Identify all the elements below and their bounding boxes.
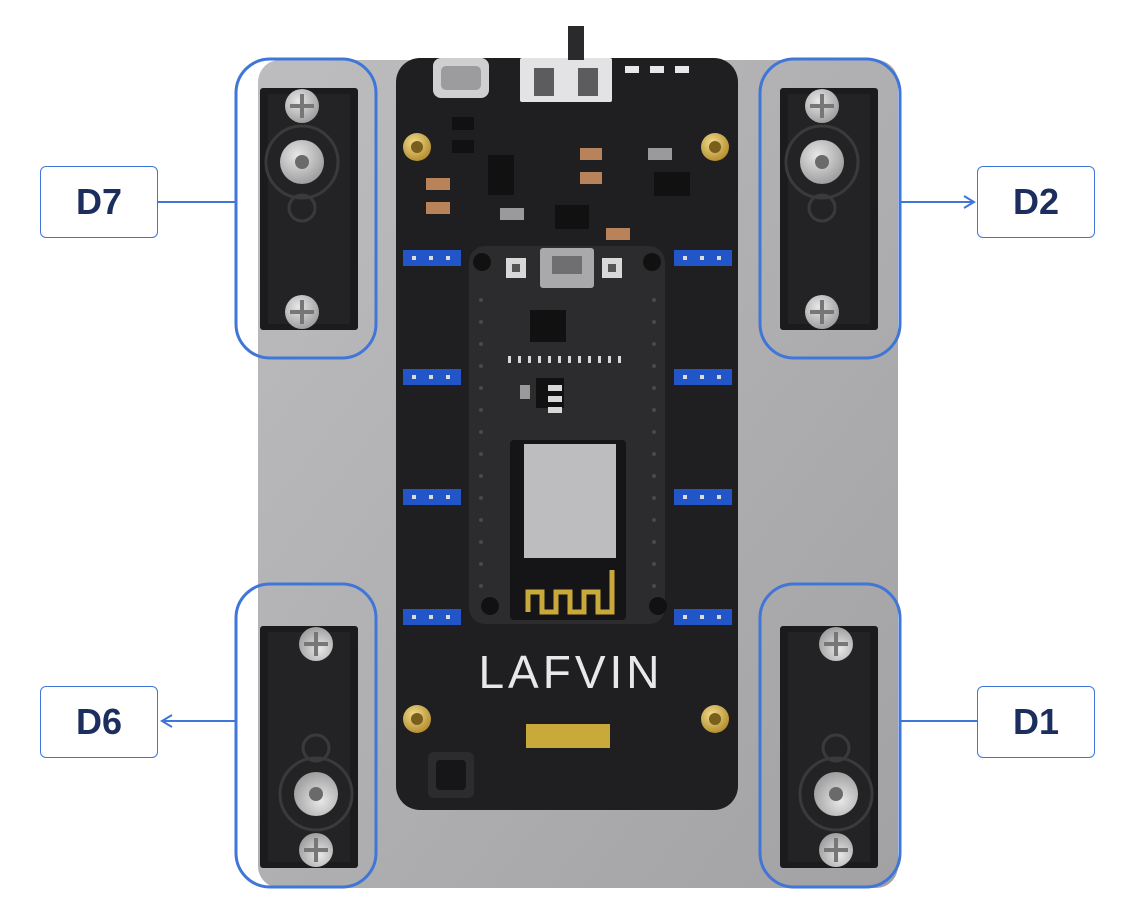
servo-top-left [258,86,360,332]
servo-top-right [778,86,880,332]
gold-pad [526,724,610,748]
arrow-head-d6-icon [160,714,173,728]
label-d2: D2 [977,166,1095,238]
label-d6: D6 [40,686,158,758]
servo-highlight-top-right [758,57,902,360]
servo-highlight-top-left [234,57,378,360]
servo-highlight-bottom-left [234,582,378,889]
arrow-head-d2-icon [963,195,976,209]
label-d7: D7 [40,166,158,238]
power-switch [520,58,612,102]
servo-highlight-bottom-right [758,582,902,889]
pcb-antenna [525,570,615,615]
servo-bottom-left [258,624,360,870]
label-d1: D1 [977,686,1095,758]
servo-bottom-right [778,624,880,870]
brand-logo-text: LAFVIN [478,646,663,698]
